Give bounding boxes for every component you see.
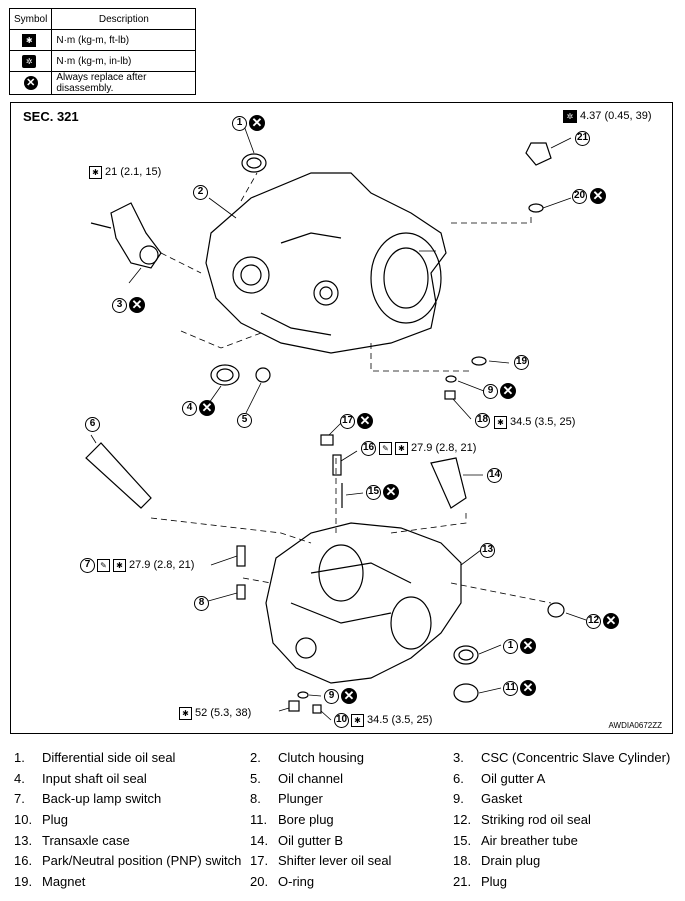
sealant-icon: ✎ [97,558,110,572]
list-item: 8.Plunger [250,791,323,807]
torque-wrench-icon: ✱ [494,415,507,429]
figure-code: AWDIA0672ZZ [608,721,663,730]
torque-wrench-icon: ✱ [89,165,102,179]
callout-3: 3 [112,298,127,313]
parts-row: 16.Park/Neutral position (PNP) switch 17… [14,853,679,874]
legend-desc-replace: Always replace after disassembly. [51,71,197,95]
replace-x-icon: ✕ [8,71,53,95]
callout-6: 6 [85,417,100,432]
torque-spec-21: ✲4.37 (0.45, 39) [563,109,652,123]
replace-x-icon: ✕ [199,400,215,416]
torque-spec-18: ✱34.5 (3.5, 25) [494,415,575,429]
torque-wrench-icon: ✱ [179,706,192,720]
replace-x-icon: ✕ [520,638,536,654]
replace-x-icon: ✕ [341,688,357,704]
sealant-icon: ✎ [379,441,392,455]
list-item: 21.Plug [453,874,508,890]
legend-desc-ftlb: N·m (kg-m, ft-lb) [51,29,197,51]
torque-wrench-icon: ✱ [395,441,408,455]
parts-row: 19.Magnet 20.O-ring 21.Plug [14,874,679,895]
replace-x-icon: ✕ [500,383,516,399]
torque-spec-10: ✱34.5 (3.5, 25) [351,713,432,727]
list-item: 4.Input shaft oil seal [14,770,147,786]
torque-spec-bolt: ✱52 (5.3, 38) [179,706,251,720]
callout-12: 12 [586,614,601,629]
list-item: 12.Striking rod oil seal [453,812,591,828]
torque-wrench-inlb-icon: ✲ [8,50,53,72]
callout-14: 14 [487,468,502,483]
legend-header-description: Description [51,8,197,30]
list-item: 17.Shifter lever oil seal [250,853,392,869]
callout-2: 2 [193,185,208,200]
parts-row: 1.Differential side oil seal 2.Clutch ho… [14,750,679,771]
replace-x-icon: ✕ [249,115,265,131]
callout-13: 13 [480,543,495,558]
replace-x-icon: ✕ [383,484,399,500]
legend-header-symbol: Symbol [8,8,53,30]
callout-18: 18 [475,413,490,428]
callout-7: 7 [80,558,95,573]
callout-10: 10 [334,713,349,728]
exploded-view-figure: SEC. 321 AWDIA0672ZZ ✲4.37 (0.45, 39) ✱2… [10,102,673,734]
list-item: 7.Back-up lamp switch [14,791,162,807]
callout-5: 5 [237,413,252,428]
replace-x-icon: ✕ [590,188,606,204]
section-label: SEC. 321 [23,109,79,124]
callout-9: 9 [483,384,498,399]
callout-15: 15 [366,485,381,500]
torque-wrench-icon: ✱ [351,713,364,727]
torque-wrench-icon: ✱ [8,29,53,51]
callout-19: 19 [514,355,529,370]
torque-spec-16: ✎✱27.9 (2.8, 21) [379,441,476,455]
callout-1: 1 [232,116,247,131]
callout-1-lower: 1 [503,639,518,654]
list-item: 9.Gasket [453,791,523,807]
replace-x-icon: ✕ [357,413,373,429]
torque-wrench-inlb-icon: ✲ [563,109,577,123]
list-item: 15.Air breather tube [453,832,578,848]
callout-4: 4 [182,401,197,416]
list-item: 1.Differential side oil seal [14,750,176,765]
torque-spec-7: ✎✱27.9 (2.8, 21) [97,558,194,572]
torque-wrench-icon: ✱ [113,558,126,572]
list-item: 10.Plug [14,812,69,828]
legend-desc-inlb: N·m (kg-m, in-lb) [51,50,197,72]
list-item: 5.Oil channel [250,770,344,786]
callout-20: 20 [572,189,587,204]
callout-11: 11 [503,681,518,696]
list-item: 19.Magnet [14,874,86,890]
list-item: 16.Park/Neutral position (PNP) switch [14,853,242,869]
replace-x-icon: ✕ [520,680,536,696]
callout-21: 21 [575,131,590,146]
list-item: 2.Clutch housing [250,750,364,765]
parts-row: 10.Plug 11.Bore plug 12.Striking rod oil… [14,812,679,833]
list-item: 20.O-ring [250,874,315,890]
list-item: 13.Transaxle case [14,832,130,848]
callout-8: 8 [194,596,209,611]
list-item: 11.Bore plug [250,812,334,828]
parts-list: 1.Differential side oil seal 2.Clutch ho… [14,750,679,895]
replace-x-icon: ✕ [603,613,619,629]
list-item: 6.Oil gutter A [453,770,546,786]
list-item: 3.CSC (Concentric Slave Cylinder) [453,750,671,765]
callout-9-lower: 9 [324,689,339,704]
replace-x-icon: ✕ [129,297,145,313]
callout-16: 16 [361,441,376,456]
parts-row: 7.Back-up lamp switch 8.Plunger 9.Gasket [14,791,679,812]
torque-spec-3: ✱21 (2.1, 15) [89,165,161,179]
list-item: 18.Drain plug [453,853,541,869]
parts-row: 4.Input shaft oil seal 5.Oil channel 6.O… [14,771,679,792]
parts-row: 13.Transaxle case 14.Oil gutter B 15.Air… [14,833,679,854]
symbol-legend-table: Symbol Description ✱ N·m (kg-m, ft-lb) ✲… [8,8,197,95]
transaxle-drawing [85,122,587,721]
callout-17: 17 [340,414,355,429]
list-item: 14.Oil gutter B [250,832,344,848]
